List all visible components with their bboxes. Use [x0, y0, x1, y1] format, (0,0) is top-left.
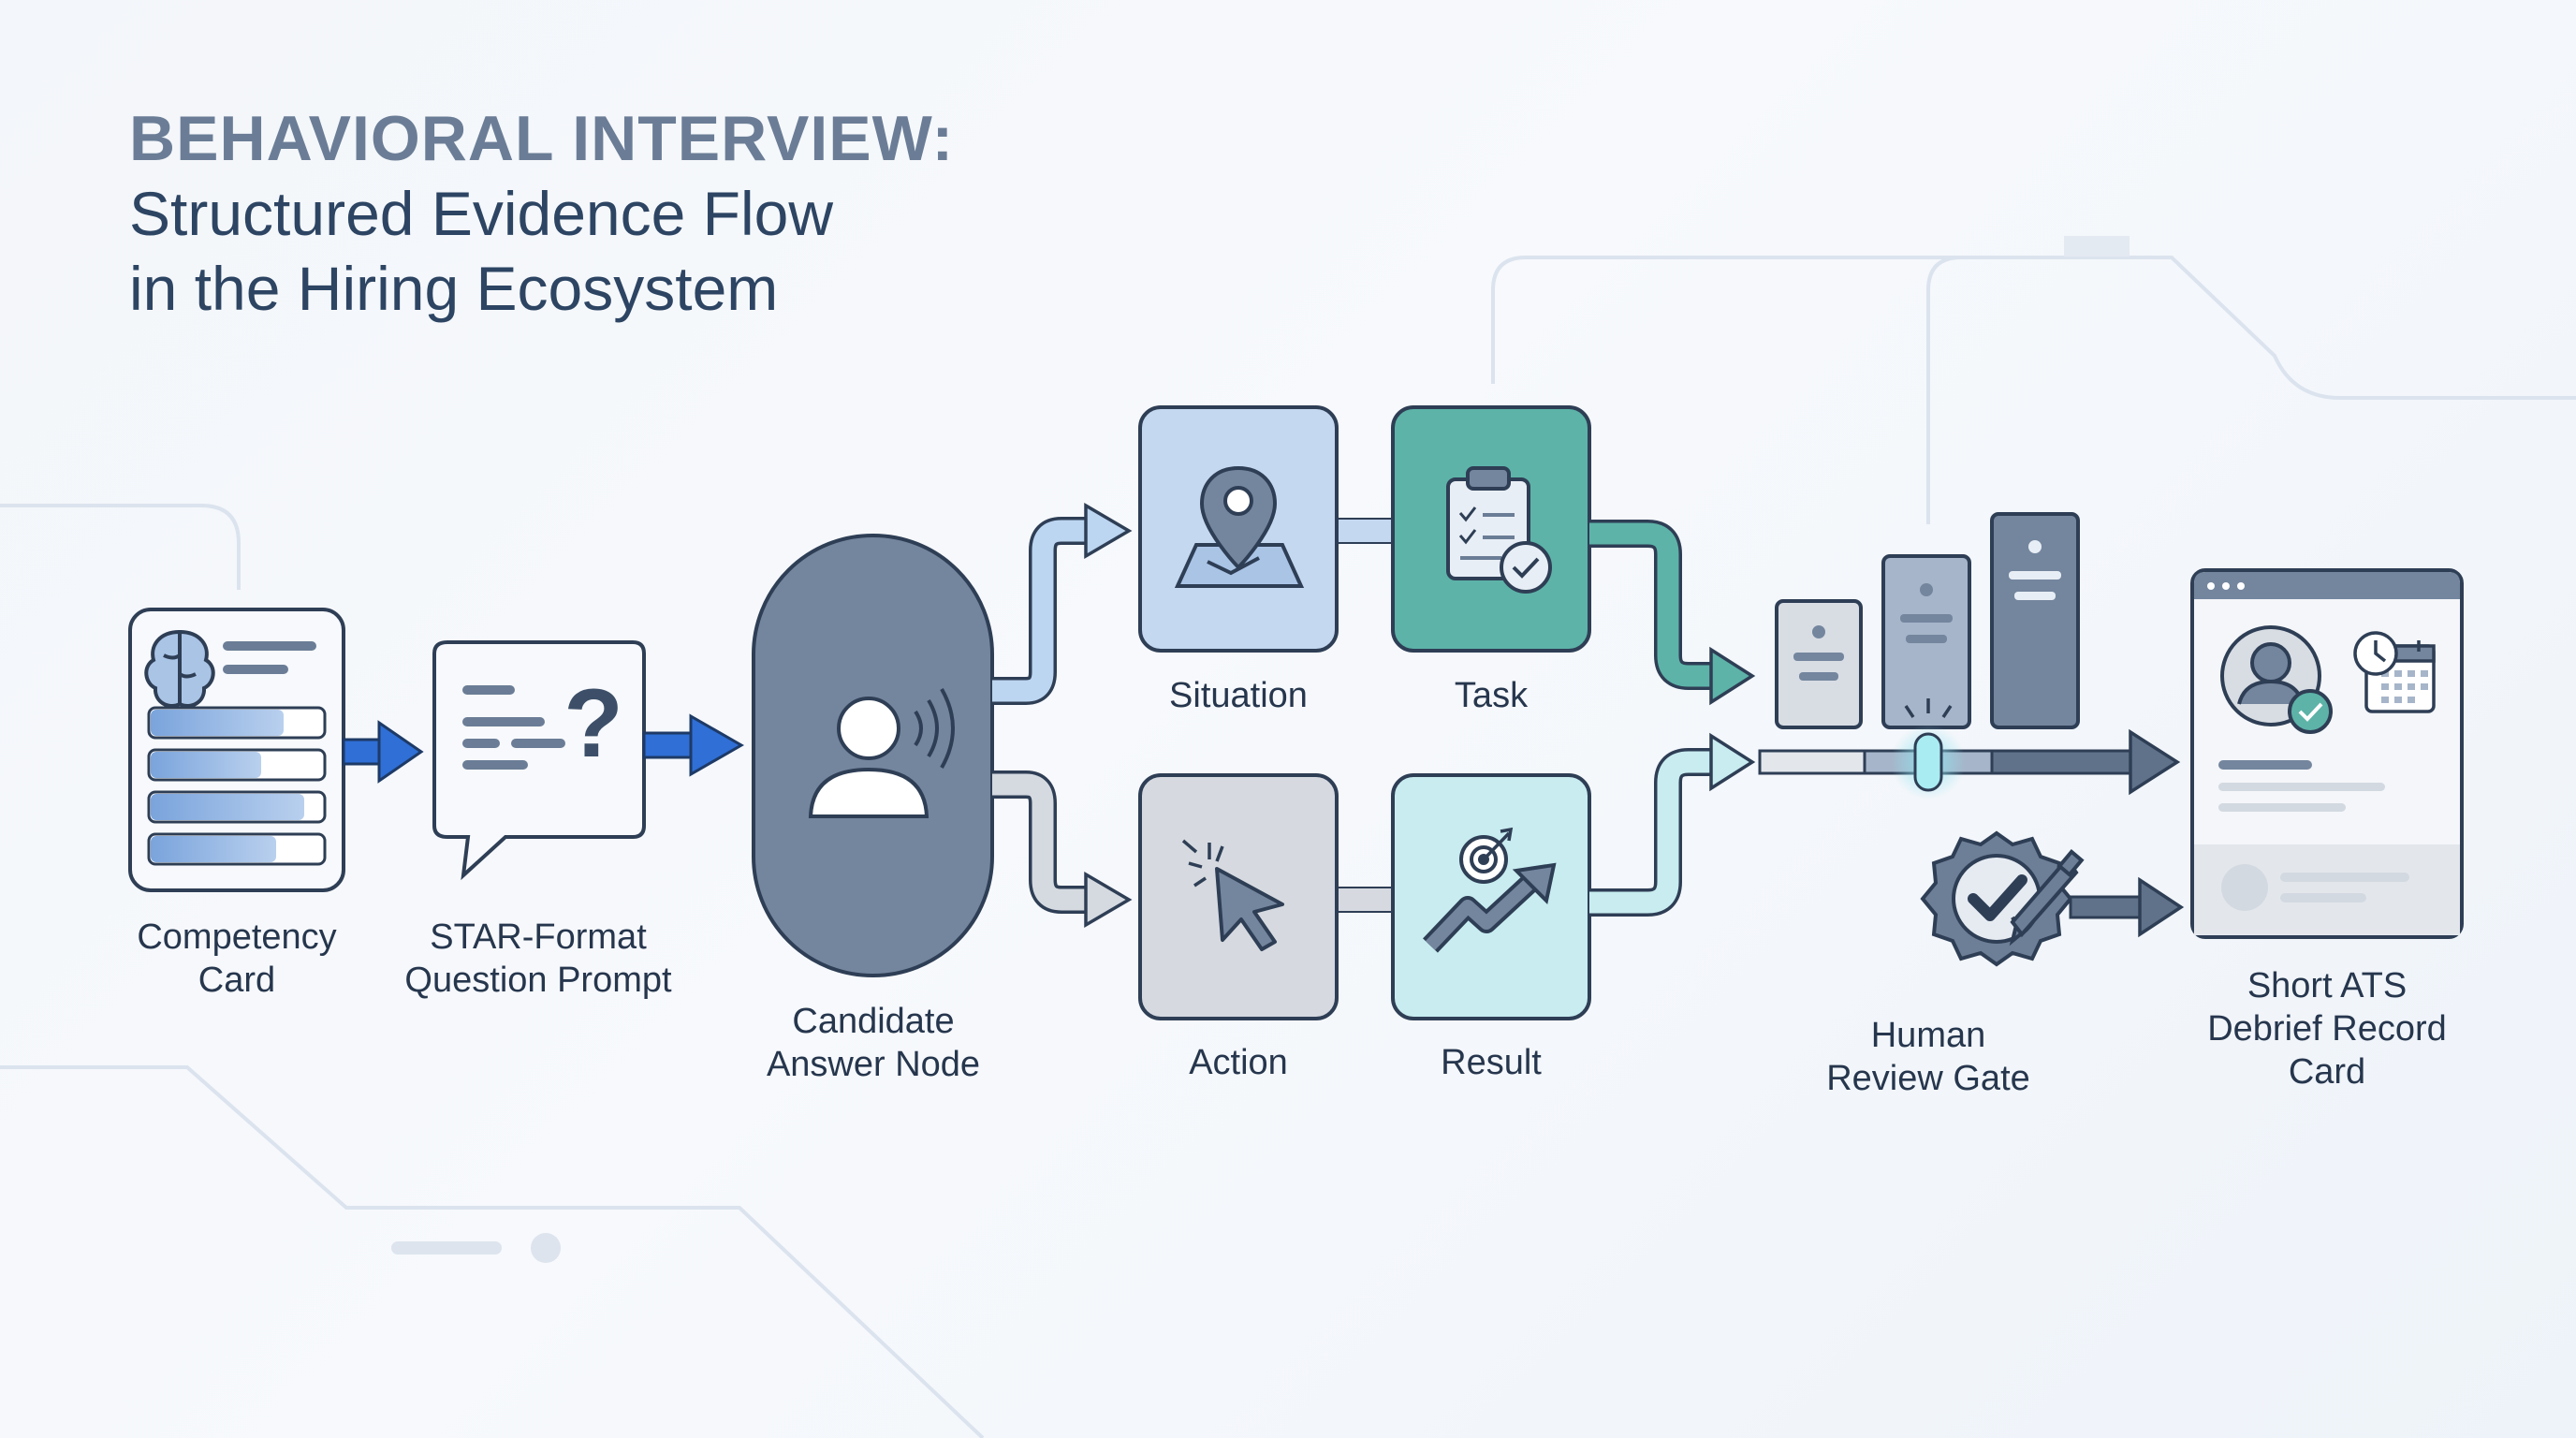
- task-box: [1391, 405, 1591, 653]
- result-box: [1391, 773, 1591, 1020]
- arrow-card-to-prompt: [342, 720, 424, 784]
- candidate-answer-node: [752, 534, 994, 977]
- badge-check-icon: [1920, 830, 2085, 967]
- question-icon: ?: [564, 669, 623, 778]
- debrief-card-label-line2: Debrief Record: [2207, 1009, 2447, 1049]
- competency-card-label: Competency Card: [137, 916, 336, 1002]
- gate-to-record-arrow: [2069, 876, 2185, 938]
- result-label: Result: [1441, 1043, 1542, 1082]
- situation-label: Situation: [1169, 676, 1308, 715]
- evidence-timeline-bar: [1758, 698, 2181, 800]
- background-slider-decoration: [391, 1233, 561, 1263]
- debrief-card-label-line1: Short ATS: [2247, 966, 2408, 1005]
- brain-icon: [144, 629, 215, 708]
- question-prompt-label-line1: STAR-Format: [430, 917, 647, 957]
- task-to-servers-connector: [1589, 520, 1756, 706]
- clock-calendar-icon: [2353, 631, 2436, 713]
- title-subtitle-line2: in the Hiring Ecosystem: [129, 254, 779, 323]
- candidate-answer-label-line2: Answer Node: [766, 1045, 981, 1084]
- page-title: BEHAVIORAL INTERVIEW: Structured Evidenc…: [129, 101, 954, 326]
- candidate-answer-label-line1: Candidate: [792, 1002, 955, 1041]
- question-prompt-label-line2: Question Prompt: [404, 961, 672, 1000]
- review-gate-label-line1: Human: [1870, 1016, 1986, 1055]
- competency-card: [128, 608, 345, 892]
- review-gate-label-line2: Review Gate: [1826, 1059, 2030, 1098]
- question-prompt-bubble: ?: [432, 640, 646, 881]
- background-circuit-lines: [0, 236, 2576, 1438]
- star-connectors: [1336, 518, 1394, 913]
- clipboard-check-icon: [1446, 466, 1552, 594]
- situation-box: [1138, 405, 1339, 653]
- result-to-timeline-connector: [1589, 732, 1756, 917]
- speaker-person-icon: [808, 688, 955, 818]
- candidate-answer-label: Candidate Answer Node: [767, 1000, 980, 1086]
- cursor-click-icon: [1181, 839, 1284, 951]
- arrow-prompt-to-candidate: [642, 713, 745, 777]
- profile-check-icon: [2220, 625, 2333, 734]
- title-subtitle-line1: Structured Evidence Flow: [129, 179, 834, 248]
- debrief-record-card: [2190, 568, 2464, 939]
- task-label: Task: [1454, 676, 1529, 715]
- title-heading: BEHAVIORAL INTERVIEW:: [129, 103, 955, 174]
- debrief-card-label: Short ATS Debrief Record Card: [2207, 964, 2447, 1093]
- competency-card-label-line2: Card: [198, 961, 276, 1000]
- fork-upper-connector: [992, 502, 1133, 705]
- fork-lower-connector: [992, 770, 1133, 929]
- action-box: [1138, 773, 1339, 1020]
- competency-card-label-line1: Competency: [137, 917, 337, 957]
- action-label: Action: [1189, 1043, 1288, 1082]
- competency-bars: [147, 706, 327, 866]
- review-gate-label: Human Review Gate: [1826, 1014, 2030, 1100]
- question-prompt-label: STAR-Format Question Prompt: [404, 916, 671, 1002]
- map-pin-icon: [1174, 465, 1305, 588]
- server-icon: [1775, 512, 2080, 729]
- debrief-card-label-line3: Card: [2288, 1052, 2366, 1092]
- target-growth-icon: [1423, 827, 1557, 953]
